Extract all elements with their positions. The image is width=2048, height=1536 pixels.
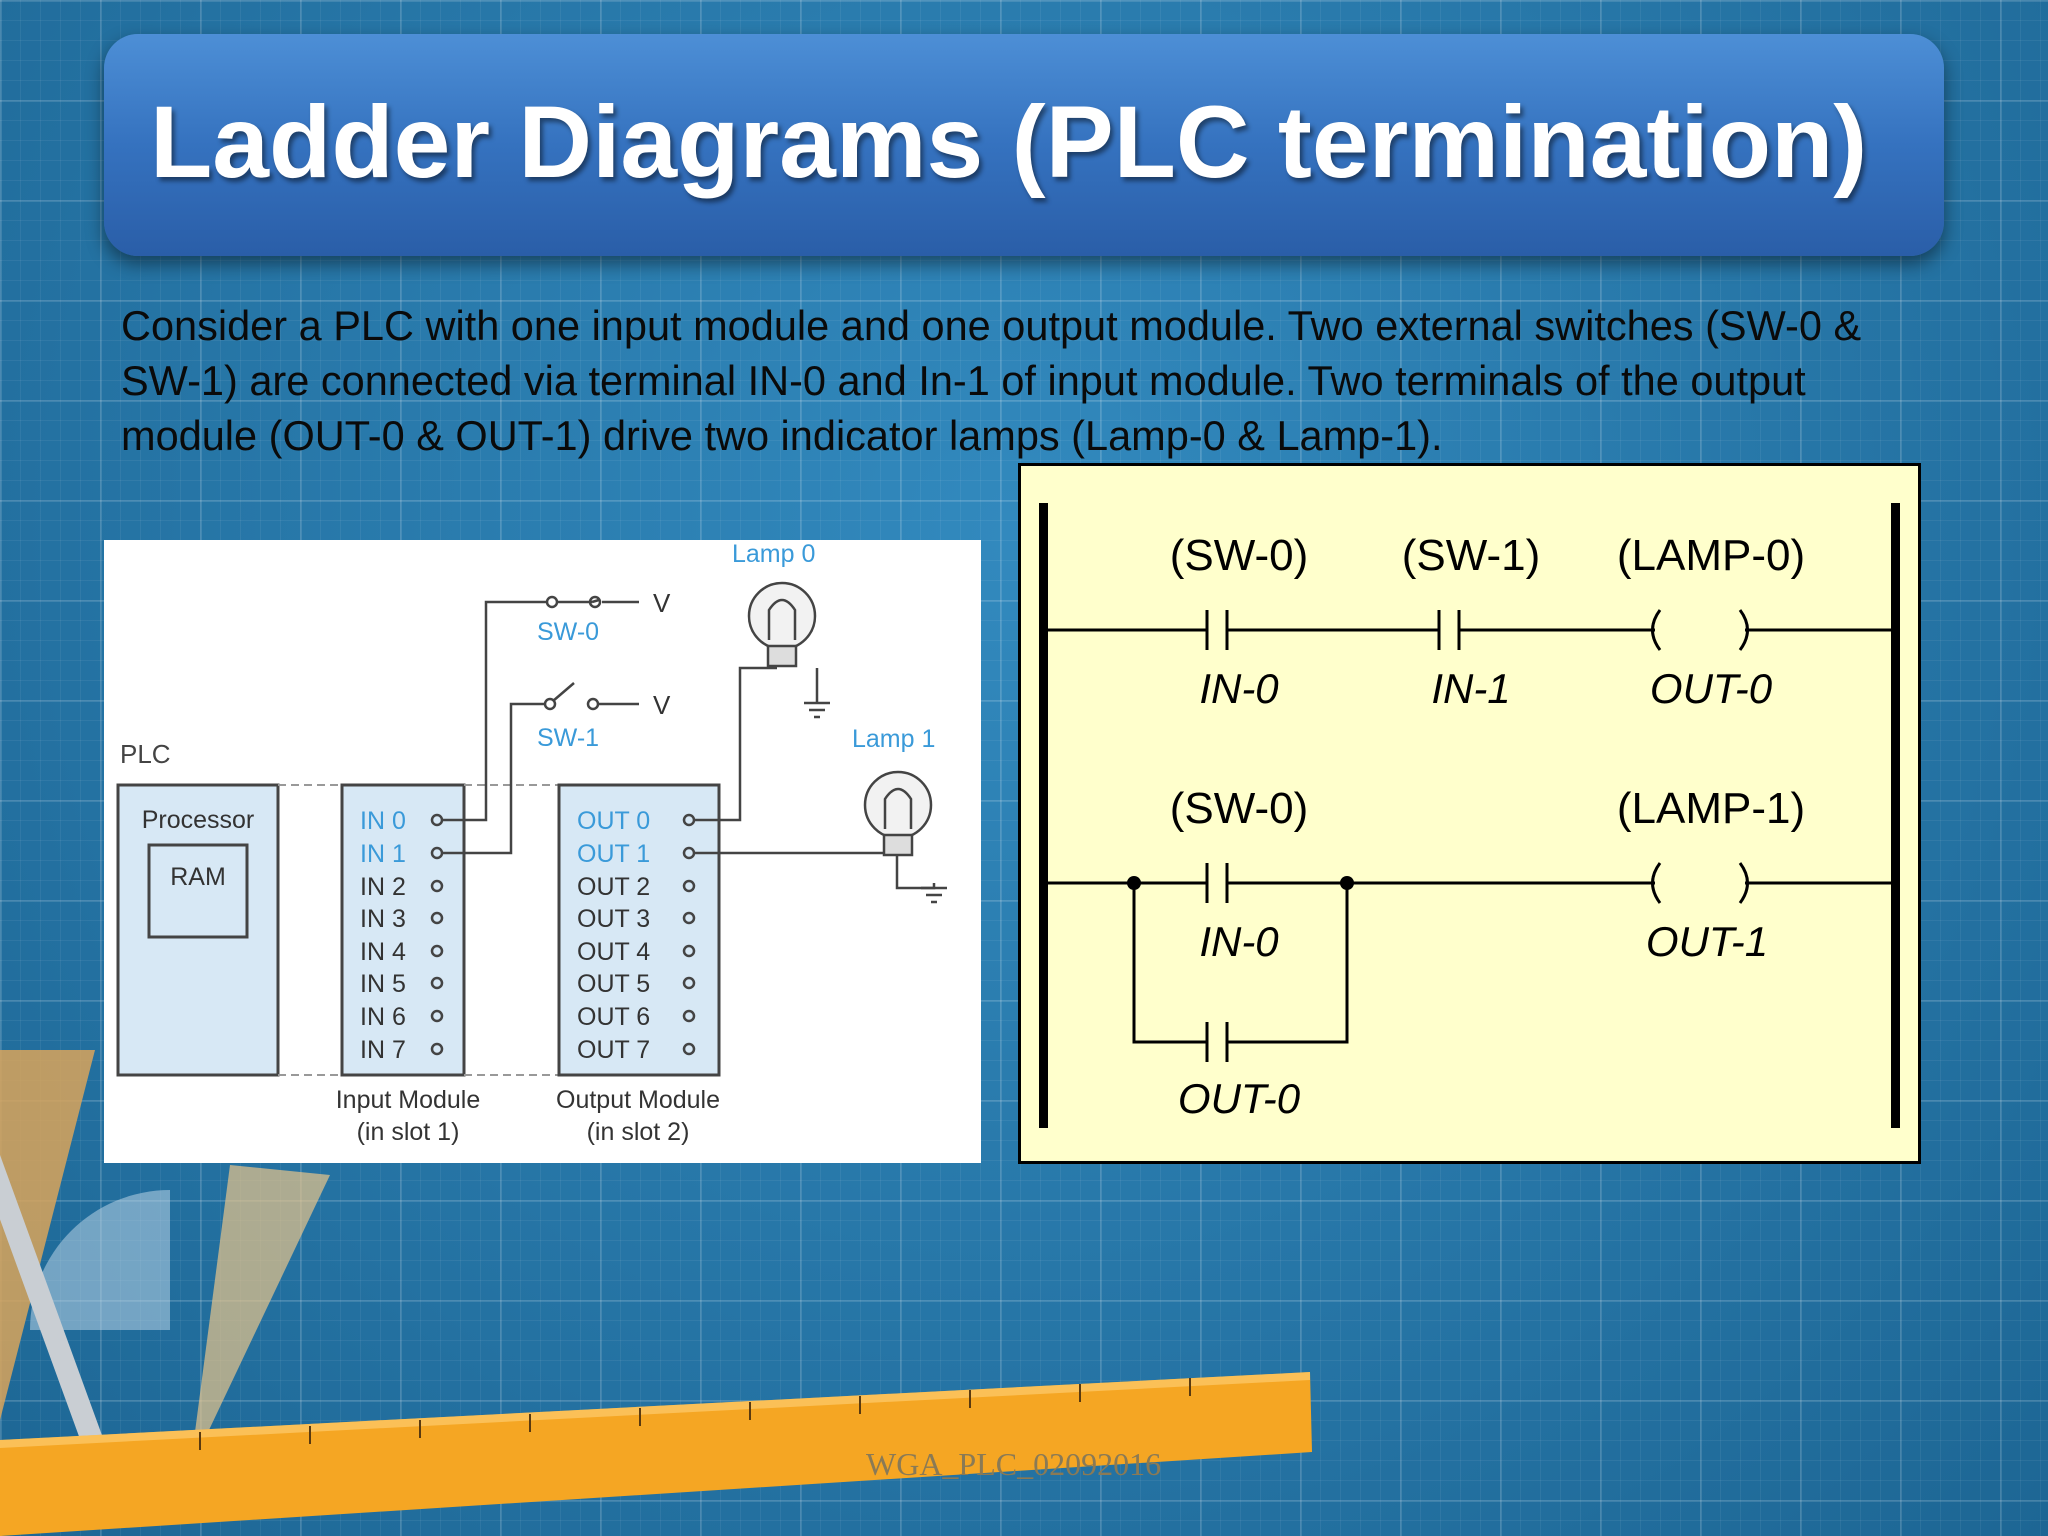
set-square-icon [190, 1165, 330, 1470]
output-label-7: OUT 7 [577, 1036, 650, 1064]
rung1-coil-address: OUT-0 [1650, 665, 1773, 712]
sw0-label: SW-0 [537, 618, 599, 646]
output-label-3: OUT 3 [577, 905, 650, 933]
protractor-icon [30, 1190, 170, 1330]
sw0-voltage: V [653, 588, 671, 618]
plc-label: PLC [120, 739, 171, 769]
output-module-slot: (in slot 2) [587, 1118, 690, 1146]
input-label-7: IN 7 [360, 1036, 406, 1064]
lamp0-label: Lamp 0 [732, 540, 815, 568]
switch-wiring [442, 595, 639, 855]
sw1-label: SW-1 [537, 724, 599, 752]
triangle-ruler-icon [0, 1050, 95, 1420]
processor-box [116, 783, 280, 1077]
rung1-coil-tag: (LAMP-0) [1617, 531, 1805, 580]
branch-node-left [1127, 876, 1141, 890]
right-power-rail [1891, 503, 1900, 1128]
lamp-wiring [694, 666, 947, 904]
rung1-contact2-address: IN-1 [1431, 665, 1510, 712]
rung1-contact2-tag: (SW-1) [1402, 531, 1541, 580]
rung2-branch-address: OUT-0 [1178, 1075, 1301, 1122]
output-terminals [682, 813, 696, 1056]
input-label-0: IN 0 [360, 807, 406, 835]
output-label-4: OUT 4 [577, 938, 650, 966]
slide-body-text: Consider a PLC with one input module and… [121, 302, 1862, 459]
processor-label: Processor [142, 806, 255, 834]
output-module-label: Output Module [556, 1086, 720, 1114]
input-label-2: IN 2 [360, 873, 406, 901]
rung1-contact1-tag: (SW-0) [1170, 531, 1309, 580]
plc-wiring-diagram: PLC Processor RAM IN 0 IN 1 IN 2 IN 3 IN… [104, 540, 981, 1163]
output-label-0: OUT 0 [577, 807, 650, 835]
input-module-slot: (in slot 1) [357, 1118, 460, 1146]
lamp1-label: Lamp 1 [852, 725, 935, 753]
output-label-2: OUT 2 [577, 873, 650, 901]
lamp1-bulb-icon [863, 770, 933, 857]
input-module-box [340, 783, 466, 1077]
rung2-contact1-tag: (SW-0) [1170, 784, 1309, 833]
ram-box [147, 843, 249, 939]
ruler-ticks [199, 1378, 1191, 1450]
yellow-ruler-icon [0, 1372, 1312, 1536]
input-label-6: IN 6 [360, 1003, 406, 1031]
rung2-coil-address: OUT-1 [1646, 918, 1768, 965]
output-label-1: OUT 1 [577, 840, 650, 868]
output-label-6: OUT 6 [577, 1003, 650, 1031]
ram-label: RAM [170, 863, 226, 891]
input-module-label: Input Module [336, 1086, 481, 1114]
rung1-contact1-address: IN-0 [1199, 665, 1279, 712]
title-banner [104, 34, 1944, 256]
rung2-coil-tag: (LAMP-1) [1617, 784, 1805, 833]
steel-ruler-icon [0, 1089, 127, 1511]
rung-2 [1048, 862, 1891, 1062]
output-module-box [557, 783, 721, 1077]
input-terminals [430, 813, 444, 1056]
slide-footer: WGA_PLC_02092016 [866, 1446, 1162, 1482]
ladder-logic-diagram: (SW-0) IN-0 (SW-1) IN-1 (LAMP-0) OUT-0 (… [1018, 463, 1921, 1164]
rung2-contact1-address: IN-0 [1199, 918, 1279, 965]
branch-node-right [1340, 876, 1354, 890]
input-label-5: IN 5 [360, 970, 406, 998]
output-label-5: OUT 5 [577, 970, 650, 998]
slide-title: Ladder Diagrams (PLC termination) [150, 85, 1868, 199]
input-label-1: IN 1 [360, 840, 406, 868]
sw1-voltage: V [653, 690, 671, 720]
lamp0-bulb-icon [747, 581, 817, 668]
rung-1 [1048, 609, 1891, 651]
left-power-rail [1039, 503, 1048, 1128]
input-label-3: IN 3 [360, 905, 406, 933]
input-label-4: IN 4 [360, 938, 406, 966]
